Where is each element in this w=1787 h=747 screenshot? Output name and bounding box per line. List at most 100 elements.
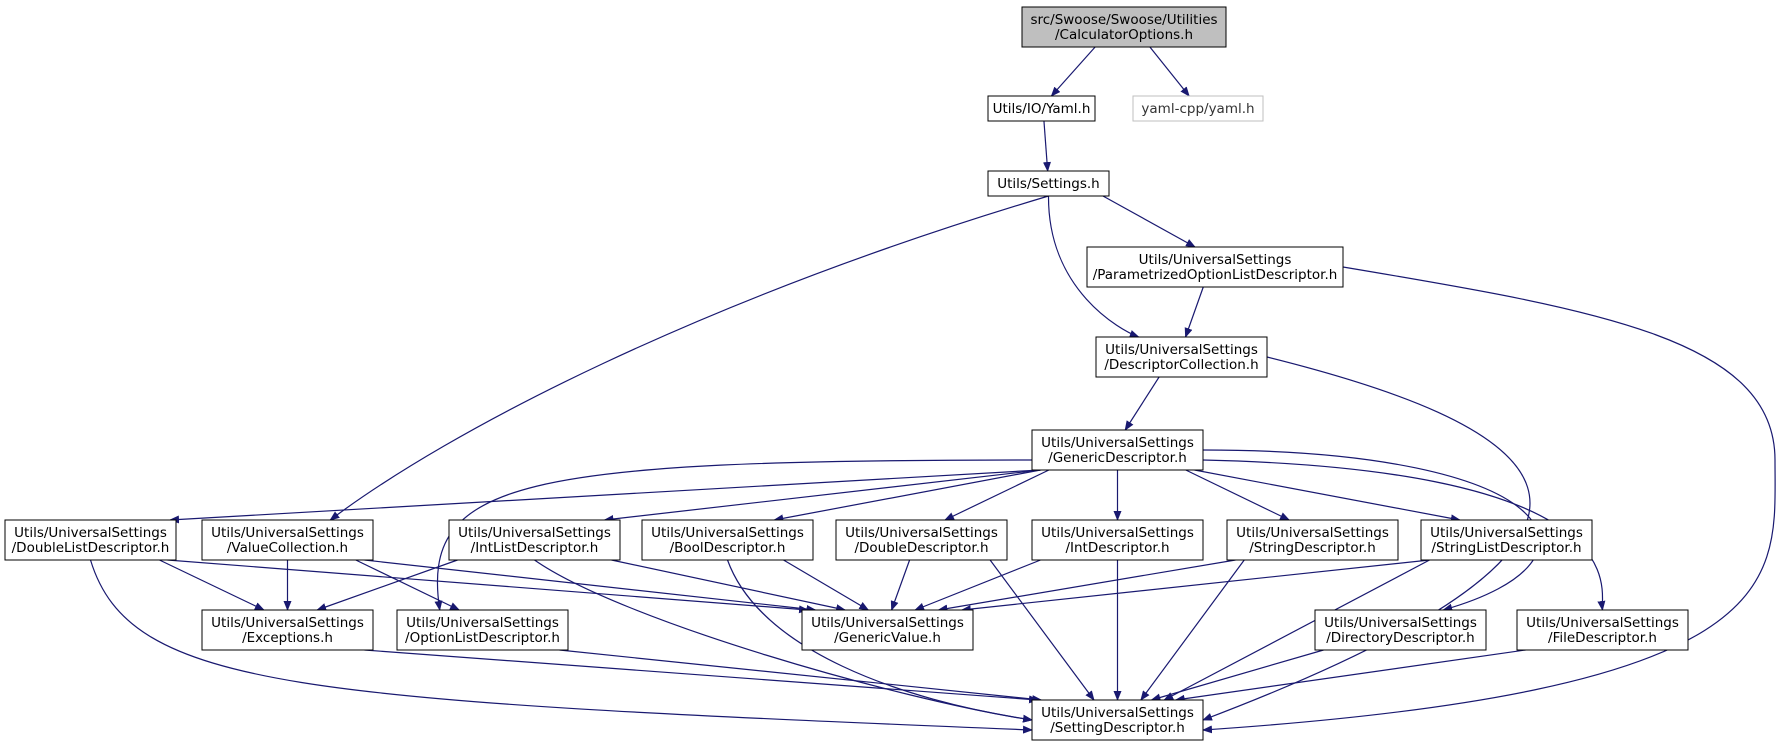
node-yaml_cpp[interactable]: yaml-cpp/yaml.h	[1132, 95, 1264, 122]
node-label-line: Utils/UniversalSettings	[1041, 435, 1194, 451]
edge-generic-to-bool	[773, 469, 1041, 523]
node-box	[1021, 6, 1227, 48]
edge-bool-to-genericvalue	[783, 559, 870, 611]
edge-bool-to-setting	[726, 559, 1033, 723]
node-label-line: /ValueCollection.h	[227, 540, 348, 556]
node-box	[1031, 699, 1204, 741]
node-label-line: Utils/Settings.h	[997, 176, 1099, 192]
node-label-line: Utils/UniversalSettings	[1236, 525, 1389, 541]
node-box	[1132, 95, 1264, 122]
node-param[interactable]: Utils/UniversalSettings/ParametrizedOpti…	[1086, 246, 1344, 288]
node-label-line: src/Swoose/Swoose/Utilities	[1030, 12, 1217, 28]
node-label-line: /Exceptions.h	[242, 630, 333, 646]
node-label-line: /GenericValue.h	[834, 630, 941, 646]
node-label-line: Utils/UniversalSettings	[1041, 525, 1194, 541]
edge-param-to-setting	[1202, 266, 1776, 734]
edge-settings-to-desccoll	[1047, 195, 1140, 338]
edge-calc-to-yaml_io	[1050, 46, 1096, 97]
edge-directory-to-setting	[1150, 649, 1324, 702]
edge-string-to-genericvalue	[937, 559, 1236, 613]
edge-doublelist-to-setting	[89, 559, 1033, 734]
node-box	[1031, 519, 1204, 561]
node-int[interactable]: Utils/UniversalSettings/IntDescriptor.h	[1031, 519, 1204, 561]
node-box	[987, 170, 1110, 197]
node-double[interactable]: Utils/UniversalSettings/DoubleDescriptor…	[835, 519, 1008, 561]
edge-generic-to-intlist	[603, 469, 1041, 523]
node-box	[641, 519, 814, 561]
edge-optionlist-to-setting	[559, 649, 1043, 704]
edge-string-to-setting	[1140, 559, 1245, 701]
node-label-line: /ParametrizedOptionListDescriptor.h	[1093, 267, 1338, 283]
node-box	[1516, 609, 1689, 651]
node-box	[201, 609, 374, 651]
edge-generic-to-doublelist	[169, 469, 1041, 524]
edge-generic-to-optionlist	[434, 459, 1033, 611]
edge-settings-to-valuecoll	[329, 195, 1049, 521]
node-box	[801, 609, 974, 651]
edge-valuecoll-to-genericvalue	[364, 559, 817, 613]
node-label-line: /DoubleListDescriptor.h	[12, 540, 170, 556]
node-desccoll[interactable]: Utils/UniversalSettings/DescriptorCollec…	[1095, 336, 1268, 378]
node-settings[interactable]: Utils/Settings.h	[987, 170, 1110, 197]
edge-generic-to-string	[1185, 469, 1291, 521]
node-genericvalue[interactable]: Utils/UniversalSettings/GenericValue.h	[801, 609, 974, 651]
node-directory[interactable]: Utils/UniversalSettings/DirectoryDescrip…	[1314, 609, 1487, 651]
node-box	[835, 519, 1008, 561]
node-box	[1086, 246, 1344, 288]
node-label-line: Utils/UniversalSettings	[1430, 525, 1583, 541]
node-box	[1420, 519, 1593, 561]
node-label-line: Utils/UniversalSettings	[845, 525, 998, 541]
node-stringlist[interactable]: Utils/UniversalSettings/StringListDescri…	[1420, 519, 1593, 561]
node-generic[interactable]: Utils/UniversalSettings/GenericDescripto…	[1031, 429, 1204, 471]
node-label-line: Utils/UniversalSettings	[1041, 705, 1194, 721]
node-box	[987, 95, 1096, 122]
edge-intlist-to-genericvalue	[611, 559, 847, 613]
node-optionlist[interactable]: Utils/UniversalSettings/OptionListDescri…	[396, 609, 569, 651]
node-file[interactable]: Utils/UniversalSettings/FileDescriptor.h	[1516, 609, 1689, 651]
node-label-line: /CalculatorOptions.h	[1055, 27, 1193, 43]
node-label-line: Utils/IO/Yaml.h	[993, 101, 1091, 117]
node-yaml_io[interactable]: Utils/IO/Yaml.h	[987, 95, 1096, 122]
node-label-line: /StringListDescriptor.h	[1431, 540, 1581, 556]
node-doublelist[interactable]: Utils/UniversalSettings/DoubleListDescri…	[4, 519, 177, 561]
node-label-line: Utils/UniversalSettings	[811, 615, 964, 631]
node-box	[396, 609, 569, 651]
node-label-line: Utils/UniversalSettings	[211, 615, 364, 631]
node-box	[1226, 519, 1399, 561]
edge-intlist-to-exceptions	[316, 559, 458, 611]
node-label-line: /DoubleDescriptor.h	[854, 540, 988, 556]
node-calc[interactable]: src/Swoose/Swoose/Utilities/CalculatorOp…	[1021, 6, 1227, 48]
edge-stringlist-to-setting	[1163, 559, 1430, 701]
node-box	[1314, 609, 1487, 651]
node-box	[4, 519, 177, 561]
node-label-line: /IntDescriptor.h	[1065, 540, 1169, 556]
node-label-line: yaml-cpp/yaml.h	[1141, 101, 1254, 117]
node-label-line: Utils/UniversalSettings	[406, 615, 559, 631]
node-intlist[interactable]: Utils/UniversalSettings/IntListDescripto…	[448, 519, 621, 561]
node-label-line: Utils/UniversalSettings	[651, 525, 804, 541]
node-label-line: Utils/UniversalSettings	[14, 525, 167, 541]
node-valuecoll[interactable]: Utils/UniversalSettings/ValueCollection.…	[201, 519, 374, 561]
node-box	[448, 519, 621, 561]
node-label-line: /StringDescriptor.h	[1249, 540, 1376, 556]
edge-double-to-setting	[989, 559, 1095, 701]
node-string[interactable]: Utils/UniversalSettings/StringDescriptor…	[1226, 519, 1399, 561]
edge-settings-to-param	[1102, 195, 1196, 248]
node-label-line: Utils/UniversalSettings	[1139, 252, 1292, 268]
node-label-line: Utils/UniversalSettings	[458, 525, 611, 541]
node-exceptions[interactable]: Utils/UniversalSettings/Exceptions.h	[201, 609, 374, 651]
node-bool[interactable]: Utils/UniversalSettings/BoolDescriptor.h	[641, 519, 814, 561]
edge-int-to-genericvalue	[914, 559, 1041, 611]
node-layer: src/Swoose/Swoose/Utilities/CalculatorOp…	[4, 6, 1689, 741]
node-label-line: Utils/UniversalSettings	[1324, 615, 1477, 631]
node-label-line: /IntListDescriptor.h	[471, 540, 599, 556]
node-label-line: /BoolDescriptor.h	[670, 540, 786, 556]
node-box	[1031, 429, 1204, 471]
edge-layer	[89, 46, 1776, 734]
edge-generic-to-directory	[1202, 449, 1540, 612]
node-label-line: Utils/UniversalSettings	[211, 525, 364, 541]
node-setting[interactable]: Utils/UniversalSettings/SettingDescripto…	[1031, 699, 1204, 741]
node-label-line: Utils/UniversalSettings	[1526, 615, 1679, 631]
node-label-line: Utils/UniversalSettings	[1105, 342, 1258, 358]
